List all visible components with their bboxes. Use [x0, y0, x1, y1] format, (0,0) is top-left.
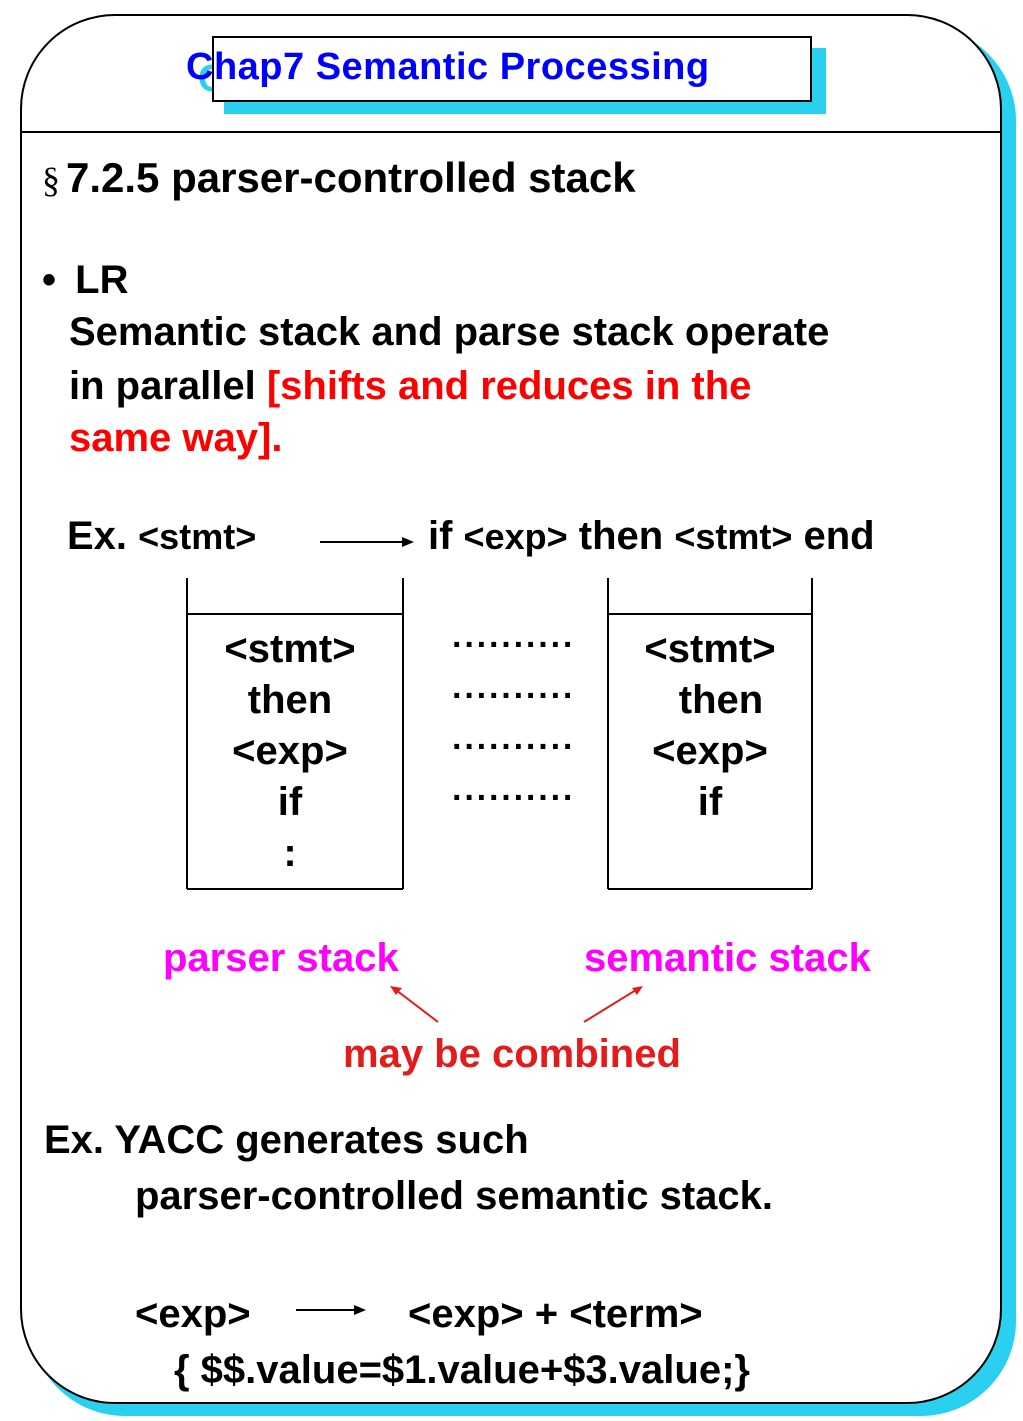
parser-stack-item: :	[283, 831, 297, 875]
bullet-lr: • LR	[42, 258, 128, 303]
title-box	[212, 36, 812, 102]
example-1: Ex. <stmt>	[67, 514, 256, 559]
parser-stack-item: if	[277, 780, 303, 824]
dotted-connector: ··········	[452, 728, 576, 766]
rhs-stmt: <stmt>	[674, 516, 793, 557]
dotted-connector: ··········	[452, 779, 576, 817]
rhs-if: if	[428, 514, 464, 558]
parser-stack-item: <stmt>	[224, 627, 356, 671]
production-rhs: <exp> + <term>	[408, 1292, 703, 1336]
semantic-stack-items: <stmt> then <exp> if	[610, 624, 810, 828]
combined-arrows	[390, 986, 643, 1023]
bullet-heading: LR	[75, 258, 129, 302]
dotted-connector: ··········	[452, 677, 576, 715]
rhs-end: end	[792, 514, 875, 558]
example-2-line-1: Ex. YACC generates such	[44, 1118, 529, 1162]
example-2-line-2: parser-controlled semantic stack.	[135, 1174, 774, 1218]
dotted-connector: ··········	[452, 626, 576, 664]
section-mark: §	[42, 160, 60, 200]
body-line-2-red: [shifts and reduces in the	[266, 364, 752, 408]
page-title: Chap7 Semantic Processing	[186, 46, 710, 88]
semantic-stack-item: <stmt>	[644, 627, 776, 671]
example-1-lhs: <stmt>	[138, 516, 257, 557]
bullet-icon: •	[42, 258, 57, 302]
dotted-connectors: ·········· ·········· ·········· ·······…	[452, 620, 575, 824]
body-line-2-black: in parallel	[69, 364, 267, 408]
combined-label: may be combined	[343, 1032, 681, 1076]
semantic-stack-box	[607, 578, 813, 890]
body-line-3: same way].	[69, 416, 283, 460]
semantic-stack-item: then	[678, 678, 764, 722]
semantic-stack-item: if	[697, 780, 723, 824]
semantic-stack-label: semantic stack	[584, 936, 871, 980]
production-arrow-1	[320, 537, 414, 547]
production-lhs: <exp>	[135, 1292, 251, 1336]
parser-stack-label: parser stack	[163, 936, 399, 980]
section-heading-text: 7.2.5 parser-controlled stack	[66, 154, 636, 201]
section-heading: §7.2.5 parser-controlled stack	[42, 154, 636, 202]
slide-frame	[20, 14, 1002, 1404]
example-1-rhs: if <exp> then <stmt> end	[428, 514, 875, 559]
header-divider	[20, 131, 1002, 133]
semantic-stack-item: <exp>	[652, 729, 768, 773]
rhs-then: then	[567, 514, 675, 558]
rhs-exp: <exp>	[463, 516, 568, 557]
body-line-1: Semantic stack and parse stack operate	[69, 310, 830, 354]
semantic-action: { $$.value=$1.value+$3.value;}	[174, 1348, 750, 1392]
parser-stack-items: <stmt> then <exp> if :	[190, 624, 390, 879]
example-1-prefix: Ex.	[67, 514, 139, 558]
body-line-2: in parallel [shifts and reduces in the	[69, 364, 751, 409]
production-arrow-2	[296, 1305, 366, 1315]
parser-stack-item: then	[247, 678, 333, 722]
parser-stack-box	[186, 578, 404, 890]
parser-stack-item: <exp>	[232, 729, 348, 773]
